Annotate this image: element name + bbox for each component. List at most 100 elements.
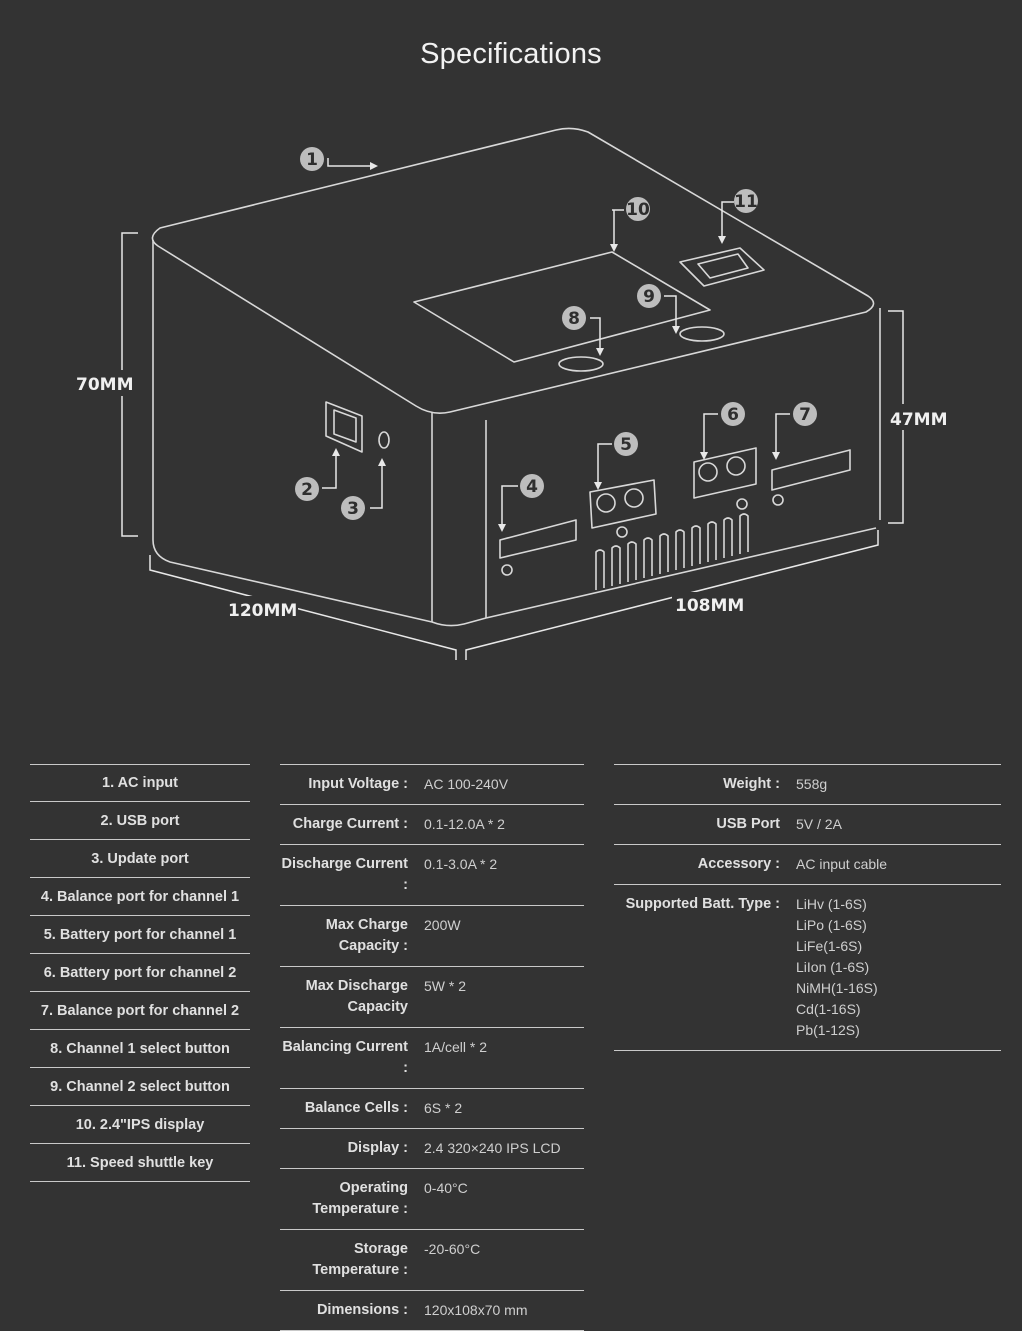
parts-list: 1. AC input 2. USB port 3. Update port 4…: [30, 764, 250, 1182]
spec-label: Discharge Current :: [281, 856, 408, 893]
spec-label: Dimensions :: [316, 1302, 408, 1318]
callout-badges: 1 10 11 9 8 2 3 4 5 6 7: [295, 147, 817, 520]
svg-text:7: 7: [799, 405, 811, 425]
shuttle-key-shape: [679, 247, 765, 287]
spec-label: Balancing Current :: [282, 1039, 408, 1076]
svg-text:10: 10: [626, 200, 650, 220]
list-item: 5. Battery port for channel 1: [30, 916, 250, 954]
table-row: Dimensions : 120x108x70 mm: [280, 1291, 584, 1331]
svg-text:5: 5: [620, 435, 632, 455]
table-row: Operating Temperature : 0-40°C: [280, 1169, 584, 1230]
batt-type-item: LiPo (1-6S): [796, 917, 867, 933]
battery-port-1-shape: [589, 479, 657, 529]
width-label: 120MM: [228, 601, 297, 621]
spec-value: 1A/cell * 2: [424, 1039, 488, 1055]
usb-label: USB Port: [716, 816, 780, 832]
weight-label: Weight :: [723, 776, 780, 792]
svg-text:9: 9: [643, 287, 655, 307]
spec-value: 120x108x70 mm: [424, 1302, 528, 1318]
table-row: Max Discharge Capacity 5W * 2: [280, 967, 584, 1028]
spec-label: Display :: [347, 1140, 408, 1156]
spec-value: 0.1-12.0A * 2: [424, 816, 505, 832]
spec-label: Operating Temperature :: [312, 1180, 408, 1217]
channel2-button-shape: [679, 326, 725, 342]
table-row: Accessory : AC input cable: [614, 845, 1001, 885]
table-row: USB Port 5V / 2A: [614, 805, 1001, 845]
batt-type-item: LiFe(1-6S): [796, 938, 863, 954]
batt-type-item: Cd(1-16S): [796, 1001, 861, 1017]
svg-text:6: 6: [727, 405, 739, 425]
accessory-value: AC input cable: [796, 856, 888, 872]
spec-label: Charge Current :: [292, 816, 408, 832]
batt-type-list: LiHv (1-6S) LiPo (1-6S) LiFe(1-6S) LiIon…: [780, 894, 878, 1041]
channel1-button-shape: [558, 356, 604, 372]
spec-value: 2.4 320×240 IPS LCD: [424, 1140, 561, 1156]
callout-11-badge: 11: [734, 189, 758, 213]
table-row: Discharge Current :0.1-3.0A * 2: [280, 845, 584, 906]
usb-port-shape: [325, 401, 363, 453]
spec-value: -20-60°C: [424, 1241, 481, 1257]
spec-value: 6S * 2: [424, 1100, 463, 1116]
table-row: Max Charge Capacity : 200W: [280, 906, 584, 967]
svg-text:2: 2: [301, 480, 313, 500]
list-item: 9. Channel 2 select button: [30, 1068, 250, 1106]
list-item: 10. 2.4"IPS display: [30, 1106, 250, 1144]
charger-diagram: 70MM 47MM 120MM 108MM 1 10 11 9 8: [76, 127, 948, 660]
list-item: 8. Channel 1 select button: [30, 1030, 250, 1068]
svg-text:1: 1: [306, 150, 318, 170]
spec-label: Storage Temperature :: [312, 1241, 408, 1278]
top-face: [151, 127, 875, 414]
svg-text:11: 11: [734, 192, 758, 212]
table-row: Balancing Current : 1A/cell * 2: [280, 1028, 584, 1089]
spec-value: 200W: [424, 917, 461, 933]
list-item: 11. Speed shuttle key: [30, 1144, 250, 1182]
balance-port-1-shape: [499, 519, 577, 559]
update-port-shape: [378, 431, 390, 449]
callout-5-badge: 5: [614, 432, 638, 456]
callout-3-badge: 3: [341, 496, 365, 520]
batt-type-item: NiMH(1-16S): [796, 980, 878, 996]
battery-port-2-shape: [693, 447, 757, 499]
list-item: 7. Balance port for channel 2: [30, 992, 250, 1030]
weight-value: 558g: [796, 776, 828, 792]
list-item: 1. AC input: [30, 764, 250, 802]
callout-1-badge: 1: [300, 147, 324, 171]
svg-text:4: 4: [526, 477, 538, 497]
batt-type-item: LiHv (1-6S): [796, 896, 867, 912]
spec-value: 0-40°C: [424, 1180, 468, 1196]
spec-label: Max Charge Capacity :: [325, 917, 408, 954]
height-label: 70MM: [76, 375, 134, 395]
spec-value: 5W * 2: [424, 978, 467, 994]
table-row: Balance Cells :6S * 2: [280, 1089, 584, 1129]
list-item: 4. Balance port for channel 1: [30, 878, 250, 916]
table-row: Weight : 558g: [614, 764, 1001, 805]
list-item: 2. USB port: [30, 802, 250, 840]
table-row: Display : 2.4 320×240 IPS LCD: [280, 1129, 584, 1169]
spec-label: Input Voltage :: [308, 776, 408, 792]
heat-sink-fins: [595, 513, 749, 590]
table-row: Supported Batt. Type : LiHv (1-6S) LiPo …: [614, 885, 1001, 1051]
callout-10-badge: 10: [626, 197, 650, 221]
callout-9-badge: 9: [637, 284, 661, 308]
depth-label: 108MM: [675, 596, 744, 616]
callout-4-badge: 4: [520, 474, 544, 498]
page-title: Specifications: [420, 38, 602, 70]
svg-text:8: 8: [568, 309, 580, 329]
list-item: 3. Update port: [30, 840, 250, 878]
specs-table: Input Voltage : AC 100-240V Charge Curren…: [280, 764, 584, 1331]
accessory-label: Accessory :: [697, 856, 780, 872]
spec-value: AC 100-240V: [424, 776, 509, 792]
callout-7-badge: 7: [793, 402, 817, 426]
spec-label: Max Discharge Capacity: [305, 978, 408, 1015]
extra-specs-table: Weight : 558g USB Port 5V / 2A Accessory :…: [614, 764, 1001, 1051]
usb-value: 5V / 2A: [796, 816, 842, 832]
table-row: Charge Current : 0.1-12.0A * 2: [280, 805, 584, 845]
callout-6-badge: 6: [721, 402, 745, 426]
table-row: Storage Temperature : -20-60°C: [280, 1230, 584, 1291]
batt-type-label: Supported Batt. Type :: [625, 896, 780, 912]
svg-text:3: 3: [347, 499, 359, 519]
list-item: 6. Battery port for channel 2: [30, 954, 250, 992]
balance-port-2-shape: [771, 449, 851, 491]
batt-type-item: Pb(1-12S): [796, 1022, 860, 1038]
callout-2-badge: 2: [295, 477, 319, 501]
